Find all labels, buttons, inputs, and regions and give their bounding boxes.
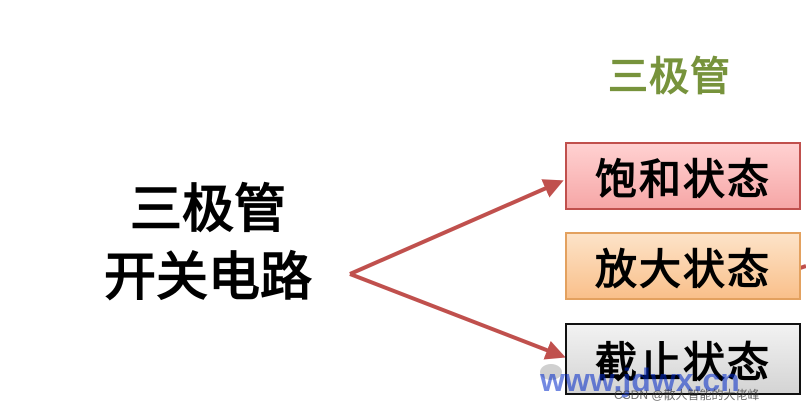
watermark-url: www.jdwx.cn bbox=[540, 362, 740, 398]
main-title-line-1: 三极管 bbox=[129, 180, 286, 240]
state-cutoff-box: 截止状态 bbox=[565, 323, 801, 395]
arrow-to-cutoff bbox=[349, 272, 566, 360]
state-amplification-box: 放大状态 bbox=[565, 232, 801, 300]
arrow-to-saturation bbox=[349, 179, 564, 276]
header-label: 三极管 bbox=[608, 54, 731, 100]
wechat-icon bbox=[540, 364, 562, 380]
watermark-credit: CSDN @散人智能的大佬峰 bbox=[614, 388, 760, 402]
arrow-stub-right bbox=[799, 264, 806, 270]
state-saturation-box: 饱和状态 bbox=[565, 142, 801, 210]
main-title-line-2: 开关电路 bbox=[103, 248, 312, 308]
main-title: 三极管 开关电路 bbox=[88, 176, 328, 312]
